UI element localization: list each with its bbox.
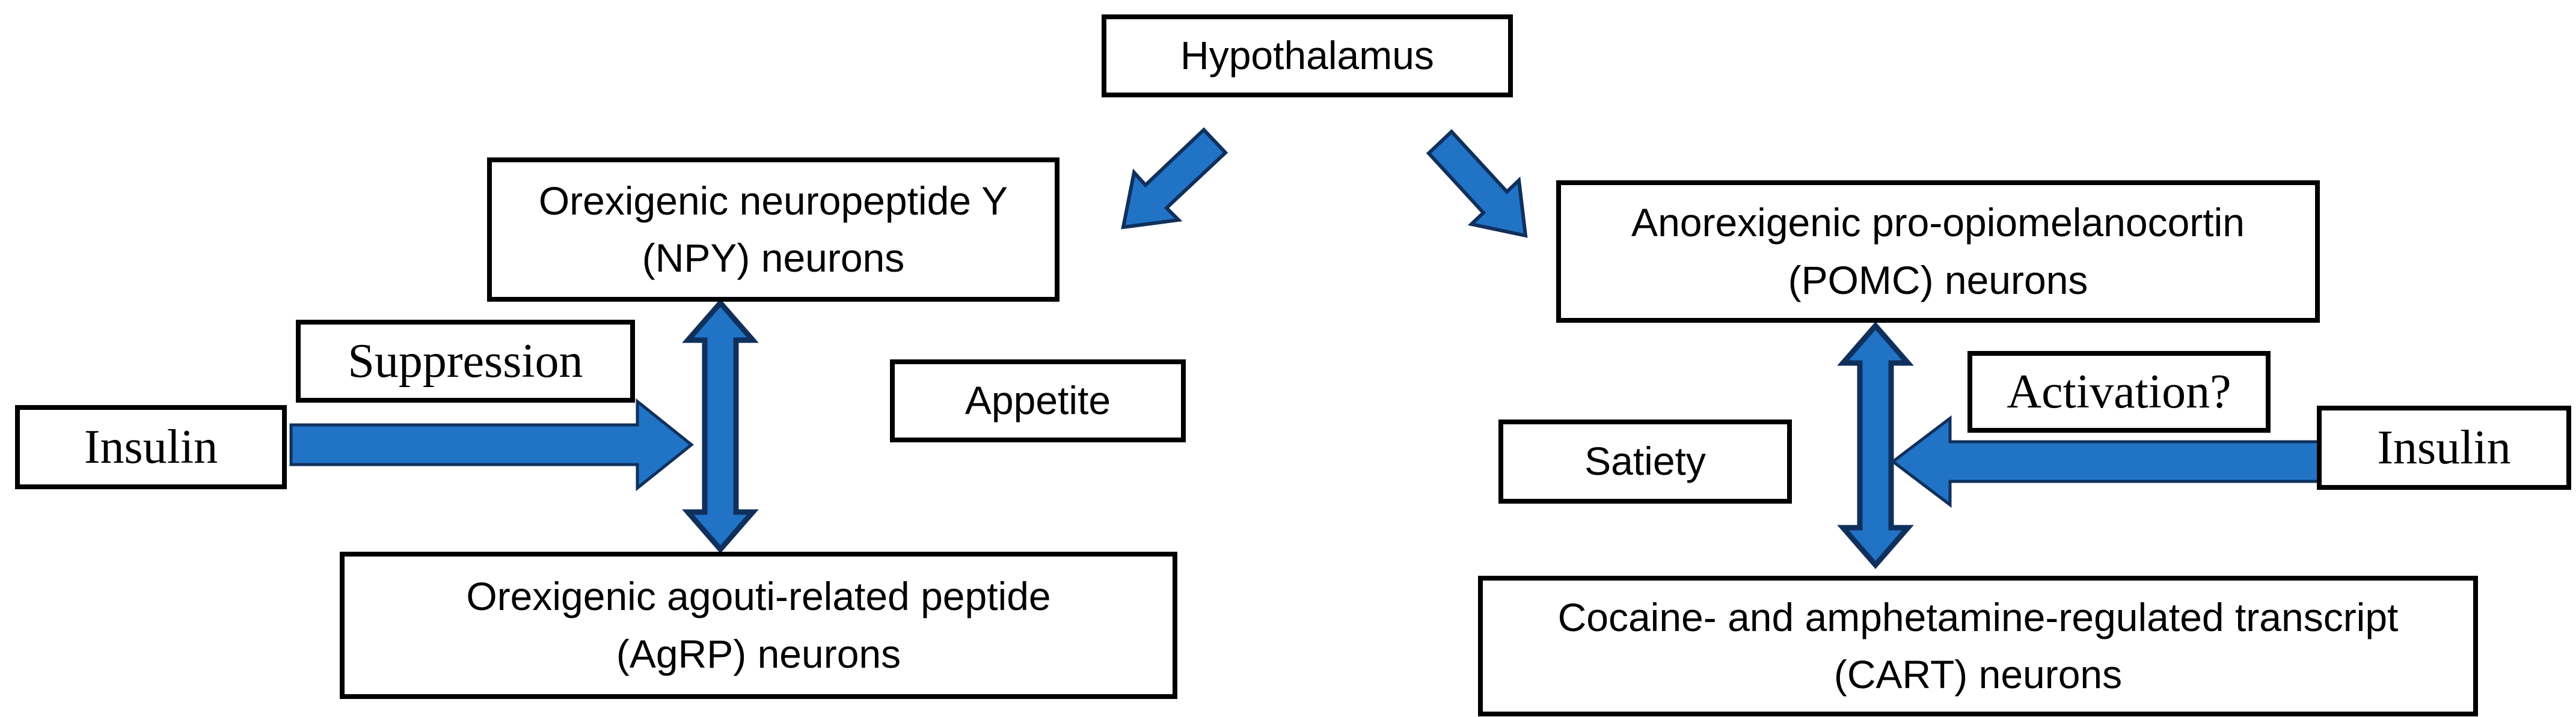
npy-label-line1: Orexigenic neuropeptide Y: [538, 178, 1008, 223]
suppression-label: Suppression: [348, 335, 583, 388]
insulin-right-box: Insulin: [2317, 406, 2571, 490]
suppression-box: Suppression: [296, 320, 635, 403]
activation-label: Activation?: [2007, 365, 2231, 418]
npy-label-line2: (NPY) neurons: [642, 236, 905, 280]
agrp-label-line2: (AgRP) neurons: [616, 631, 901, 676]
agrp-label-line1: Orexigenic agouti-related peptide: [466, 574, 1051, 619]
hypothalamus-label: Hypothalamus: [1180, 33, 1434, 78]
cart-label-line2: (CART) neurons: [1833, 652, 2123, 697]
activation-box: Activation?: [1967, 351, 2271, 433]
cart-neurons-box: Cocaine- and amphetamine-regulated trans…: [1478, 576, 2478, 716]
npy-agrp-double-arrow: [682, 299, 759, 554]
satiety-box: Satiety: [1498, 420, 1792, 504]
hypothalamus-to-npy-arrow: [1121, 127, 1228, 230]
insulin-suppression-arrow: [289, 398, 695, 492]
satiety-label: Satiety: [1584, 439, 1706, 484]
hypothalamus-box: Hypothalamus: [1102, 14, 1513, 97]
cart-label-line1: Cocaine- and amphetamine-regulated trans…: [1557, 594, 2399, 639]
agrp-neurons-box: Orexigenic agouti-related peptide (AgRP)…: [340, 552, 1177, 699]
pomc-label-line2: (POMC) neurons: [1788, 257, 2088, 302]
insulin-left-box: Insulin: [15, 405, 287, 489]
insulin-left-label: Insulin: [84, 421, 218, 474]
appetite-label: Appetite: [964, 378, 1111, 423]
hypothalamus-to-pomc-arrow: [1426, 129, 1528, 238]
pomc-neurons-box: Anorexigenic pro-opiomelanocortin (POMC)…: [1556, 180, 2320, 323]
npy-neurons-box: Orexigenic neuropeptide Y (NPY) neurons: [487, 157, 1060, 302]
pomc-label-line1: Anorexigenic pro-opiomelanocortin: [1631, 200, 2245, 245]
appetite-box: Appetite: [890, 359, 1186, 442]
insulin-right-label: Insulin: [2377, 421, 2511, 474]
pomc-cart-double-arrow: [1837, 322, 1914, 569]
insulin-activation-arrow: [1890, 415, 2320, 508]
